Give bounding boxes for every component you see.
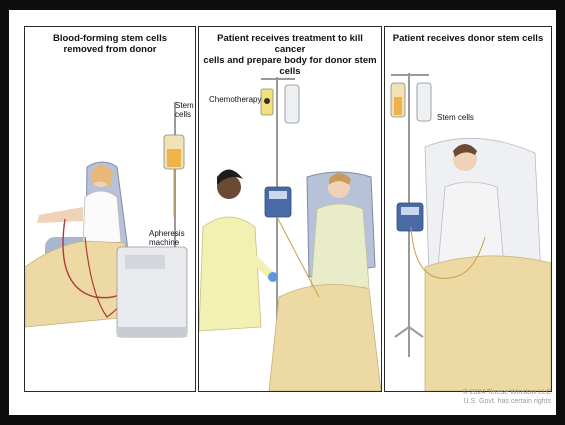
label-line: cells	[175, 110, 194, 119]
stem-cells-label: Stem cells	[175, 101, 194, 119]
label-line: Apheresis	[149, 229, 185, 238]
panel-donor: Blood-forming stem cells removed from do…	[24, 26, 196, 392]
chemotherapy-label: Chemotherapy	[209, 95, 261, 104]
apheresis-machine-label: Apheresis machine	[149, 229, 185, 247]
treatment-illustration	[199, 27, 381, 391]
donor-illustration	[25, 27, 195, 391]
credit-line: © 2024 Terese Winslow LLC	[463, 388, 551, 397]
credit-line: U.S. Govt. has certain rights	[463, 397, 551, 406]
label-line: machine	[149, 238, 185, 247]
label-line: Stem	[175, 101, 194, 110]
recipient-illustration	[385, 27, 551, 391]
panel-treatment: Patient receives treatment to kill cance…	[198, 26, 382, 392]
stem-cells-label: Stem cells	[437, 113, 474, 122]
panel-recipient: Patient receives donor stem cells Stem c…	[384, 26, 552, 392]
copyright-credit: © 2024 Terese Winslow LLC U.S. Govt. has…	[463, 388, 551, 406]
